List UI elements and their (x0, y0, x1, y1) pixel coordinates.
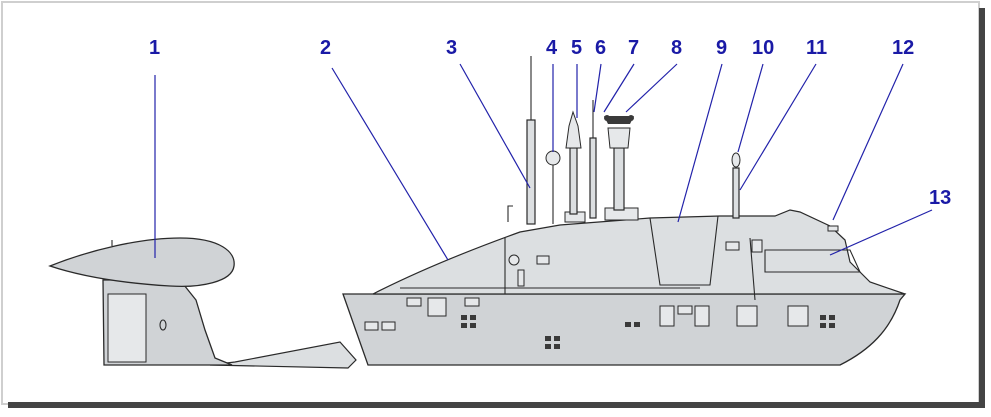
leader-lines (154, 63, 933, 261)
director-body (607, 127, 631, 149)
window (694, 305, 710, 327)
frame-shadow-bottom (8, 402, 983, 408)
antenna-mast-6 (589, 137, 597, 219)
callout-labels: 1 2 3 4 5 6 7 8 9 10 11 12 13 (149, 37, 951, 209)
well-deck (649, 215, 719, 286)
director-mast (613, 147, 625, 211)
window (464, 297, 480, 307)
callout-label-9: 9 (716, 37, 727, 59)
window-grid (461, 315, 835, 349)
callout-label-5: 5 (571, 37, 582, 59)
leader-13 (829, 209, 933, 256)
main-mast (526, 119, 536, 225)
leader-12 (832, 63, 904, 221)
window (364, 321, 379, 331)
window (381, 321, 396, 331)
wing-pod (48, 237, 235, 288)
rear-bulkhead-line (749, 237, 756, 301)
window (536, 255, 550, 265)
window (751, 239, 763, 253)
callout-label-2: 2 (320, 37, 331, 59)
leader-11 (739, 63, 817, 191)
window (406, 297, 422, 307)
float (209, 341, 357, 369)
main-hull (342, 205, 907, 366)
callout-label-13: 13 (929, 187, 951, 209)
pylon-door (107, 293, 147, 363)
stern-structure (764, 249, 861, 273)
leader-2 (331, 67, 449, 261)
callout-label-3: 3 (446, 37, 457, 59)
callout-label-6: 6 (595, 37, 606, 59)
window (736, 305, 758, 327)
aft-mast-head (731, 152, 741, 168)
wing-section (48, 237, 357, 369)
window (427, 297, 447, 317)
callout-label-7: 7 (628, 37, 639, 59)
leader-3 (459, 63, 531, 189)
deck-fitting (508, 254, 520, 266)
superstructure (372, 209, 906, 295)
director-ear (604, 115, 610, 121)
leader-9 (677, 63, 723, 223)
leader-10 (737, 63, 764, 153)
frame-shadow-right (979, 8, 985, 408)
window (659, 305, 675, 327)
callout-label-4: 4 (546, 37, 558, 59)
masts (526, 56, 839, 232)
window (517, 269, 525, 287)
aft-mast (732, 167, 740, 219)
stern-fitting (827, 225, 839, 232)
callout-label-12: 12 (892, 37, 914, 59)
window (787, 305, 809, 327)
leader-7 (603, 63, 635, 113)
callout-label-1: 1 (149, 37, 160, 59)
callout-label-10: 10 (752, 37, 774, 59)
window (725, 241, 740, 251)
antenna-head-5 (565, 110, 582, 149)
pylon-porthole (159, 319, 167, 331)
antenna-mast-5 (569, 147, 578, 215)
director-top (604, 116, 634, 124)
director-ear (628, 115, 634, 121)
leader-6 (593, 63, 602, 113)
deck-post (507, 205, 513, 222)
lower-hull (342, 293, 907, 366)
window (677, 305, 693, 315)
radome (545, 150, 561, 166)
callout-label-8: 8 (671, 37, 682, 59)
leader-8 (625, 63, 678, 113)
callout-label-11: 11 (806, 37, 827, 59)
